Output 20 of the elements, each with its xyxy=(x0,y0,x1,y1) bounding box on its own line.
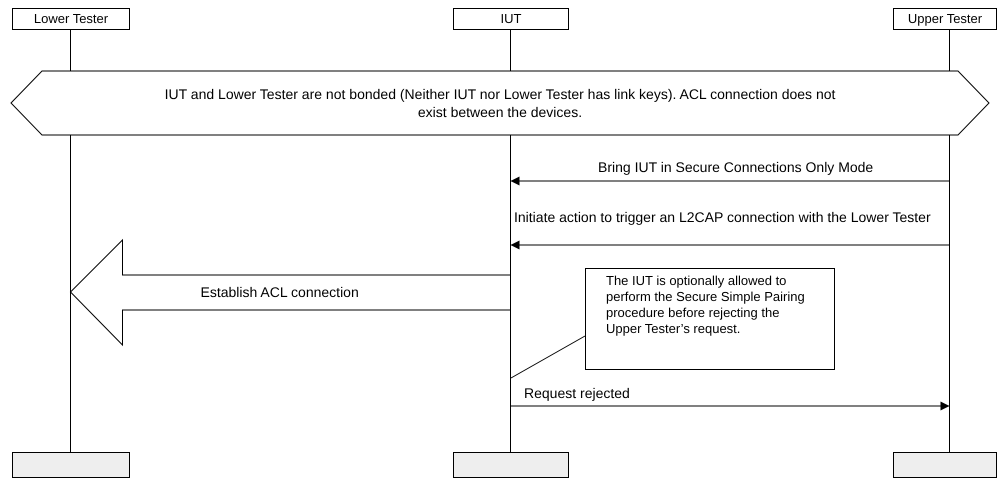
lifeline xyxy=(510,30,511,452)
lifeline-end-box xyxy=(893,452,997,478)
message-arrow xyxy=(510,176,950,186)
lifeline xyxy=(70,30,71,452)
condition-text: IUT and Lower Tester are not bonded (Neither IUT nor Lower Tester has link keys). ACL connection does not exist between the devices. xyxy=(164,85,836,121)
lifeline xyxy=(949,30,950,452)
message-arrow xyxy=(510,402,950,410)
participant-box: Upper Tester xyxy=(893,8,997,30)
lifeline-end-box xyxy=(12,452,130,478)
message-label: Bring IUT in Secure Connections Only Mode xyxy=(598,159,874,175)
message-label: Request rejected xyxy=(524,385,630,401)
message-label: Establish ACL connection xyxy=(200,284,359,300)
message-arrow xyxy=(510,240,950,250)
lifeline-end-box xyxy=(453,452,569,478)
note-box xyxy=(585,268,835,370)
participant-box: Lower Tester xyxy=(12,8,130,30)
note-text: The IUT is optionally allowed to perform the Secure Simple Pairing procedure before rejecting the Upper Tester’s request. xyxy=(606,273,806,337)
leader-line xyxy=(510,336,586,378)
participant-box: IUT xyxy=(453,8,569,30)
condition-band xyxy=(10,70,990,136)
